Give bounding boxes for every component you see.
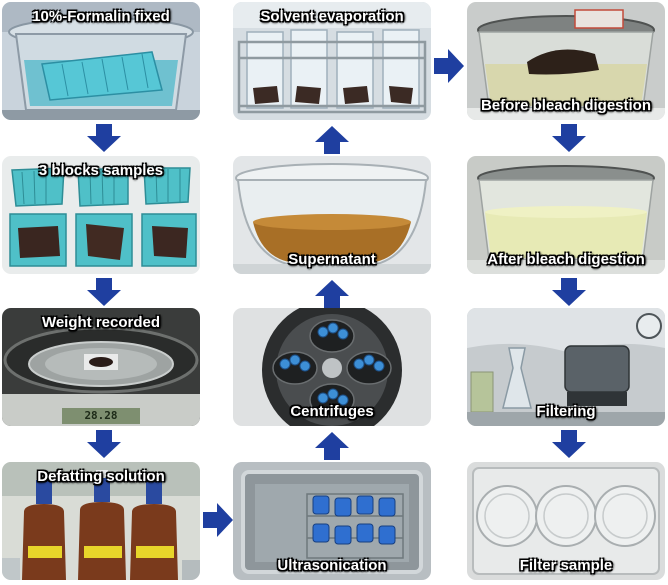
jar-after-bleach-photo xyxy=(467,156,665,274)
panel-label-centrifuges: Centrifuges xyxy=(290,403,374,420)
arrow-down-1 xyxy=(86,124,122,152)
panel-label-ultrasonication: Ultrasonication xyxy=(277,557,387,574)
panel-filter-sample: Filter sample xyxy=(467,462,665,580)
panel-ultrasonication: Ultrasonication xyxy=(233,462,431,580)
arrow-up-1 xyxy=(314,126,350,154)
panel-label-solvent: Solvent evaporation xyxy=(260,8,404,25)
beaker-rack-photo xyxy=(233,2,431,120)
centrifuge-rotor-photo xyxy=(233,308,431,426)
reagent-bottles-photo xyxy=(2,462,200,580)
supernatant-bowl-photo xyxy=(233,156,431,274)
panel-solvent-evaporation: Solvent evaporation xyxy=(233,2,431,120)
ultrasonic-bath-photo xyxy=(233,462,431,580)
arrow-down-3 xyxy=(86,430,122,458)
arrow-up-2 xyxy=(314,280,350,308)
panel-label-filter-sample: Filter sample xyxy=(519,557,613,574)
panel-label-formalin: 10%-Formalin fixed xyxy=(32,8,170,25)
arrow-down-5 xyxy=(551,278,587,306)
panel-defatting-solution: Defatting solution xyxy=(2,462,200,580)
panel-label-before-bleach: Before bleach digestion xyxy=(480,97,652,114)
jar-before-bleach-photo xyxy=(467,2,665,120)
arrow-down-2 xyxy=(86,278,122,306)
tissue-blocks-photo xyxy=(2,156,200,274)
vacuum-filter-photo xyxy=(467,308,665,426)
panel-label-supernatant: Supernatant xyxy=(288,251,376,268)
scale-display-readout: 28.28 xyxy=(84,409,118,422)
arrow-down-4 xyxy=(551,124,587,152)
petri-dishes-photo xyxy=(467,462,665,580)
arrow-up-3 xyxy=(314,432,350,460)
panel-filtering: Filtering xyxy=(467,308,665,426)
panel-label-after-bleach: After bleach digestion xyxy=(487,251,645,268)
arrow-right-bottom xyxy=(203,502,233,538)
arrow-down-6 xyxy=(551,430,587,458)
panel-label-defatting: Defatting solution xyxy=(37,468,165,485)
balance-scale-photo xyxy=(2,308,200,426)
panel-formalin-fixed: 10%-Formalin fixed xyxy=(2,2,200,120)
panel-before-bleach: Before bleach digestion xyxy=(467,2,665,120)
panel-supernatant: Supernatant xyxy=(233,156,431,274)
panel-weight-recorded: Weight recorded 28.28 xyxy=(2,308,200,426)
panel-label-blocks: 3 blocks samples xyxy=(38,162,164,179)
panel-centrifuges: Centrifuges xyxy=(233,308,431,426)
arrow-right-top xyxy=(434,48,464,84)
panel-three-blocks: 3 blocks samples xyxy=(2,156,200,274)
formalin-container-photo xyxy=(2,2,200,120)
panel-after-bleach: After bleach digestion xyxy=(467,156,665,274)
panel-label-filtering: Filtering xyxy=(536,403,596,420)
panel-label-weight: Weight recorded xyxy=(41,314,161,331)
